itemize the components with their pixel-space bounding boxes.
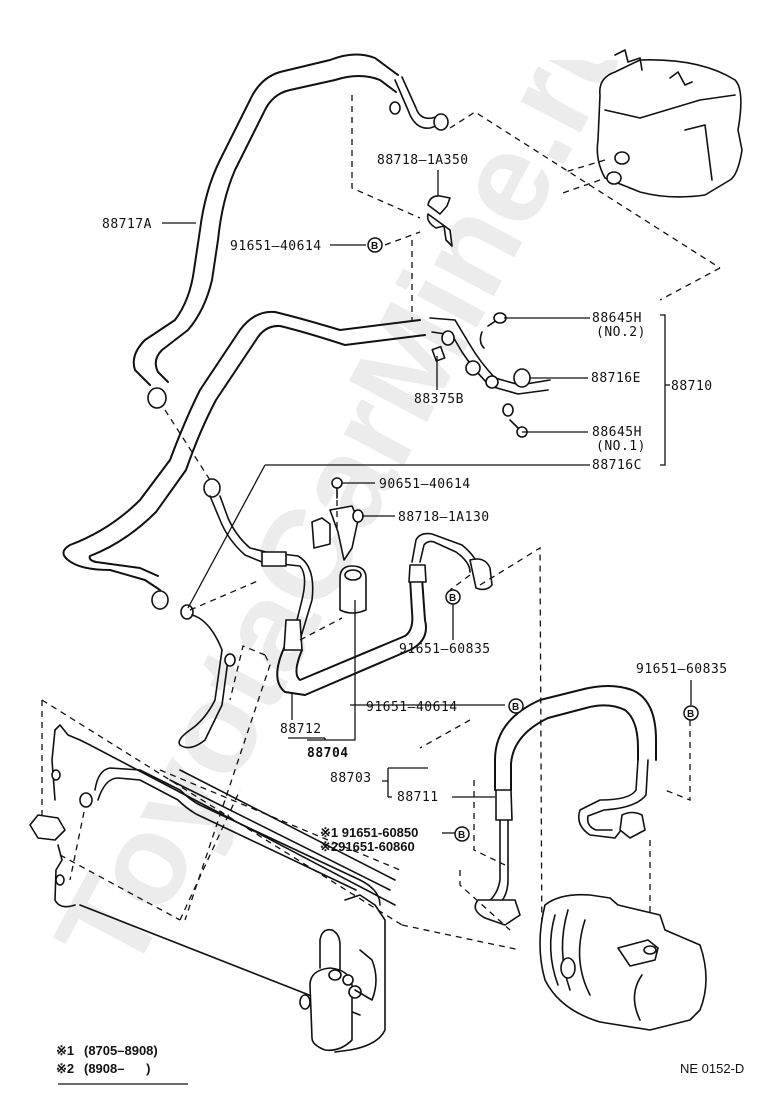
label-88716C: 88716C — [592, 458, 642, 473]
legend-range-1: (8705–8908) — [84, 1043, 158, 1058]
label-91651-60860: ※291651-60860 — [320, 839, 415, 854]
label-88718-1A350: 88718–1A350 — [377, 153, 469, 168]
label-91651-40614-mid: 91651–40614 — [366, 700, 458, 715]
label-91651-60835-mid: 91651–60835 — [399, 642, 491, 657]
svg-text:B: B — [371, 241, 378, 252]
bolt-marker: B — [508, 698, 524, 714]
diagram-code: NE 0152-D — [680, 1061, 744, 1076]
bolt-marker: B — [683, 705, 699, 721]
label-91651-60835-right: 91651–60835 — [636, 662, 728, 677]
legend: ※1 (8705–8908) ※2 (8908– ) — [56, 1043, 158, 1076]
bolt-marker: B — [454, 826, 470, 842]
svg-text:B: B — [458, 830, 465, 841]
label-88645H-no2: 88645H — [592, 311, 642, 326]
leader-lines — [58, 170, 692, 1085]
label-88712: 88712 — [280, 722, 322, 737]
svg-text:B: B — [512, 702, 519, 713]
condenser — [29, 699, 521, 1053]
label-88716E: 88716E — [591, 371, 641, 386]
label-88645H-no1-sub: (NO.1) — [596, 439, 646, 454]
pipe-88716C — [62, 310, 551, 610]
svg-text:B: B — [687, 709, 694, 720]
label-88375B: 88375B — [414, 392, 464, 407]
pipe-assembly-mid — [178, 477, 543, 961]
hose-88717A — [132, 53, 449, 481]
evaporator-unit — [559, 49, 743, 198]
label-90651-40614: 90651–40614 — [379, 477, 471, 492]
label-88717A: 88717A — [102, 217, 152, 232]
compressor — [539, 893, 707, 1031]
bolt-marker: B — [367, 237, 383, 253]
label-91651-40614-top: 91651–40614 — [230, 239, 322, 254]
label-88711: 88711 — [397, 790, 439, 805]
hose-88711 — [419, 685, 691, 935]
label-88645H-no1: 88645H — [592, 425, 642, 440]
label-88703: 88703 — [330, 771, 372, 786]
label-88710: 88710 — [671, 379, 713, 394]
svg-text:B: B — [449, 593, 456, 604]
label-91651-60850: ※1 91651-60850 — [320, 825, 418, 840]
label-88645H-no2-sub: (NO.2) — [596, 325, 646, 340]
legend-range-2: (8908– ) — [84, 1061, 150, 1076]
clamp-88718-1A350 — [351, 95, 721, 320]
legend-mark-1: ※1 — [56, 1043, 74, 1058]
label-88704: 88704 — [307, 746, 349, 761]
legend-mark-2: ※2 — [56, 1061, 74, 1076]
label-88718-1A130: 88718–1A130 — [398, 510, 490, 525]
bolt-marker: B — [445, 589, 461, 605]
